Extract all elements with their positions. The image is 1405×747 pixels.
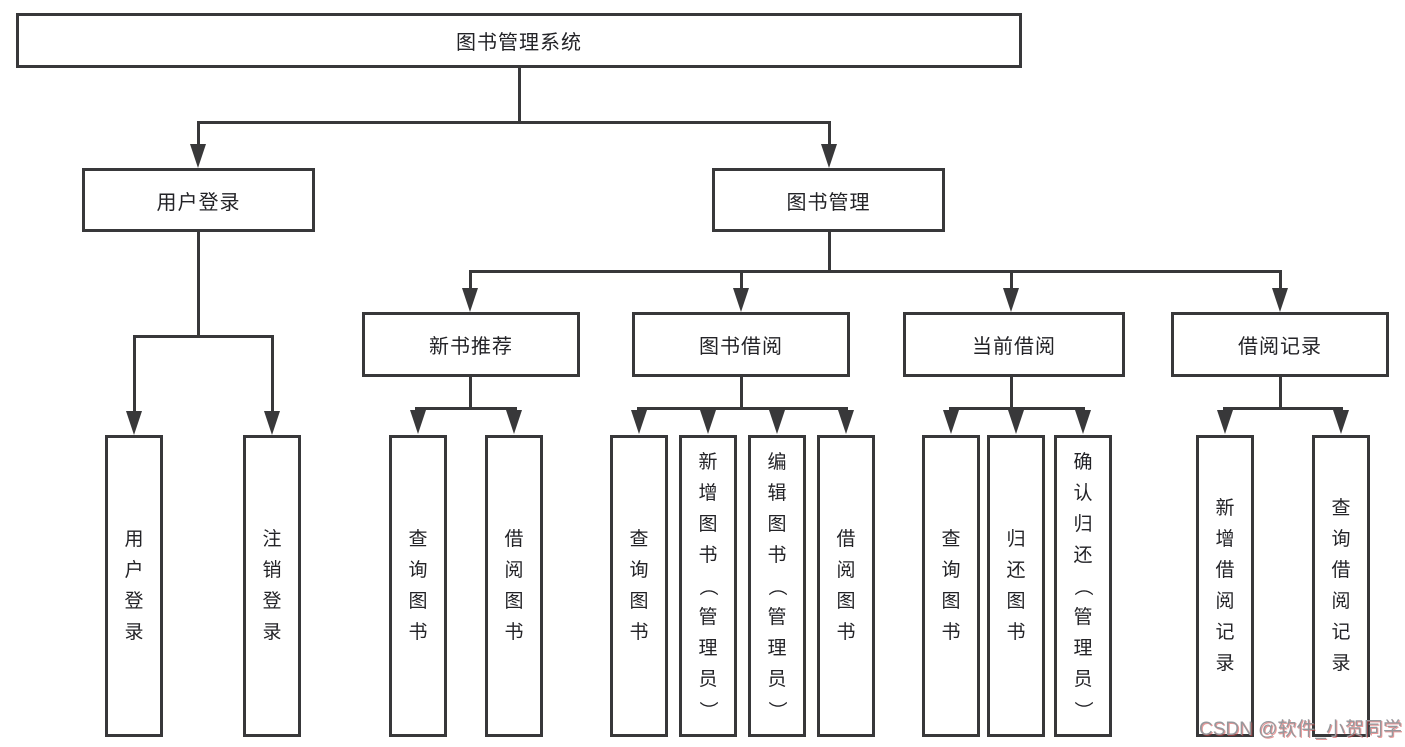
arrowhead [1008,410,1024,434]
node-borrow-records: 借阅记录 [1171,312,1389,377]
connector-line [133,335,136,417]
arrowhead [838,410,854,434]
watermark: CSDN @软件_小贺同学 [1199,719,1402,740]
arrowhead [700,410,716,434]
arrowhead [943,410,959,434]
node-book-management-label: 图书管理 [786,191,871,214]
arrowhead [1333,410,1349,434]
connector-line [949,407,1085,410]
leaf-query-borrow-record: 查询借阅记录 [1312,435,1370,737]
connector-line [828,232,831,273]
node-user-login: 用户登录 [82,168,315,232]
arrowhead [769,410,785,434]
leaf-query-books-1-label: 查询图书 [408,529,428,643]
arrowhead [190,144,206,168]
leaf-return-books: 归还图书 [987,435,1045,737]
arrowhead [264,411,280,435]
connector-line [740,270,743,292]
connector-line [469,270,472,292]
leaf-add-books-admin-label: 新增图书（管理员） [697,451,719,720]
leaf-edit-books-admin: 编辑图书（管理员） [748,435,806,737]
connector-line [197,232,200,338]
arrowhead [126,411,142,435]
node-book-borrow-label: 图书借阅 [699,336,783,358]
arrowhead [410,410,426,434]
connector-line [1010,270,1013,292]
node-user-login-label: 用户登录 [156,191,241,214]
leaf-query-books-3: 查询图书 [922,435,980,737]
arrowhead [733,288,749,312]
node-borrow-records-label: 借阅记录 [1238,336,1322,358]
arrowhead [1003,288,1019,312]
node-current-borrow: 当前借阅 [903,312,1125,377]
leaf-borrow-books-2-label: 借阅图书 [836,529,856,643]
connector-line [740,377,743,410]
leaf-logout: 注销登录 [243,435,301,737]
leaf-borrow-books-1-label: 借阅图书 [504,529,524,643]
connector-line [518,68,521,124]
leaf-query-books-1: 查询图书 [389,435,447,737]
arrowhead [506,410,522,434]
arrowhead [821,144,837,168]
node-root: 图书管理系统 [16,13,1022,68]
leaf-user-login-label: 用户登录 [124,529,144,643]
connector-line [469,270,1282,273]
connector-line [1223,407,1343,410]
node-current-borrow-label: 当前借阅 [972,336,1056,358]
node-book-borrow: 图书借阅 [632,312,850,377]
leaf-logout-label: 注销登录 [262,529,282,643]
arrowhead [631,410,647,434]
connector-line [637,407,848,410]
arrowhead [1075,410,1091,434]
connector-line [828,121,831,151]
node-new-book-recommend: 新书推荐 [362,312,580,377]
leaf-user-login: 用户登录 [105,435,163,737]
connector-line [197,121,200,151]
connector-line [1010,377,1013,410]
connector-line [197,121,831,124]
leaf-add-books-admin: 新增图书（管理员） [679,435,737,737]
node-book-management: 图书管理 [712,168,945,232]
node-new-book-recommend-label: 新书推荐 [429,336,513,358]
connector-line [1279,270,1282,292]
arrowhead [1272,288,1288,312]
leaf-query-books-2-label: 查询图书 [629,529,649,643]
connector-line [415,407,517,410]
leaf-query-borrow-record-label: 查询借阅记录 [1331,498,1351,674]
arrowhead [462,288,478,312]
arrowhead [1217,410,1233,434]
node-root-label: 图书管理系统 [456,32,582,54]
leaf-query-books-2: 查询图书 [610,435,668,737]
leaf-confirm-return-admin-label: 确认归还（管理员） [1072,451,1094,720]
leaf-add-borrow-record: 新增借阅记录 [1196,435,1254,737]
leaf-add-borrow-record-label: 新增借阅记录 [1215,498,1235,674]
leaf-borrow-books-2: 借阅图书 [817,435,875,737]
leaf-query-books-3-label: 查询图书 [941,529,961,643]
leaf-borrow-books-1: 借阅图书 [485,435,543,737]
connector-line [271,335,274,417]
connector-line [133,335,274,338]
leaf-confirm-return-admin: 确认归还（管理员） [1054,435,1112,737]
leaf-edit-books-admin-label: 编辑图书（管理员） [766,451,788,720]
connector-line [1279,377,1282,410]
leaf-return-books-label: 归还图书 [1006,529,1026,643]
connector-line [469,377,472,410]
